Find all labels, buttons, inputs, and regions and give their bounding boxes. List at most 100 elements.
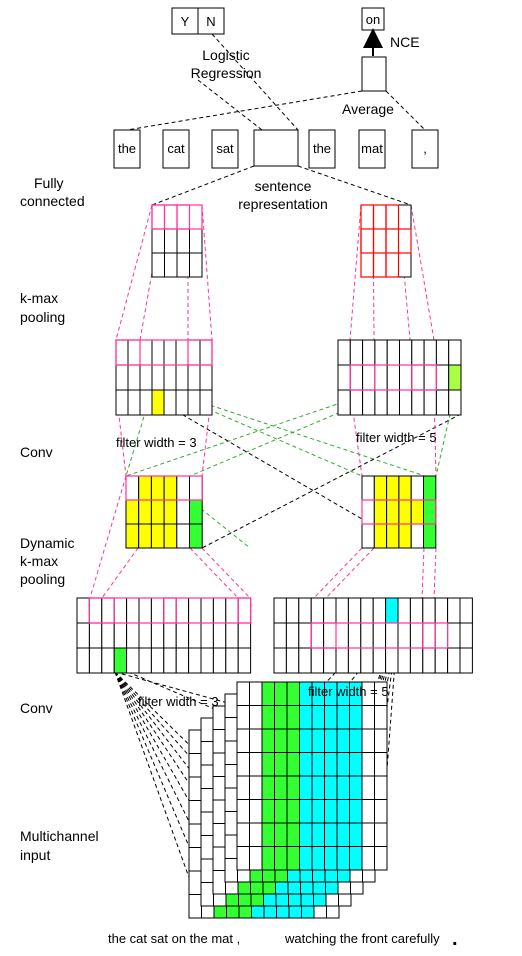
connection-line bbox=[114, 671, 291, 721]
grid-cell bbox=[138, 597, 152, 624]
input-cell bbox=[261, 705, 275, 730]
grid-cell bbox=[127, 364, 141, 391]
grid-cell bbox=[411, 364, 425, 391]
grid-cell bbox=[447, 647, 461, 674]
grid-cell bbox=[409, 647, 424, 674]
grid-cell bbox=[360, 252, 374, 278]
kmax-pooling-grid bbox=[115, 339, 213, 416]
grid-cell bbox=[175, 597, 190, 624]
grid-highlight bbox=[349, 364, 437, 391]
grid-cell bbox=[285, 647, 300, 674]
grid-cell bbox=[361, 523, 375, 549]
grid-cell bbox=[200, 647, 214, 674]
grid-cell bbox=[422, 622, 436, 649]
input-cell bbox=[188, 823, 202, 848]
input-channel bbox=[236, 681, 388, 871]
grid-cell bbox=[138, 523, 152, 549]
input-cell bbox=[361, 705, 375, 730]
grid-cell bbox=[349, 339, 364, 366]
grid-cell bbox=[200, 597, 214, 624]
grid-cell bbox=[199, 339, 213, 366]
input-cell bbox=[361, 799, 375, 824]
connection-line bbox=[189, 365, 450, 477]
grid-cell bbox=[410, 499, 425, 525]
input-cell bbox=[361, 775, 375, 800]
input-cell bbox=[188, 753, 202, 778]
input-cell bbox=[200, 835, 214, 860]
input-cell bbox=[200, 858, 214, 883]
connection-line bbox=[297, 165, 412, 206]
grid-cell bbox=[298, 622, 312, 649]
grid-cell bbox=[349, 364, 364, 391]
word: mat bbox=[361, 141, 383, 156]
grid-cell bbox=[225, 622, 239, 649]
grid-cell bbox=[347, 647, 362, 674]
grid-cell bbox=[175, 647, 190, 674]
grid-cell bbox=[189, 475, 203, 501]
grid-cell bbox=[139, 389, 153, 416]
input-cell bbox=[374, 822, 388, 847]
grid-cell bbox=[126, 597, 140, 624]
grid-cell bbox=[360, 228, 374, 254]
grid-cell bbox=[398, 499, 412, 525]
grid-cell bbox=[189, 252, 203, 278]
grid-cell bbox=[373, 499, 388, 525]
grid-cell bbox=[335, 647, 349, 674]
grid-cell bbox=[410, 523, 425, 549]
grid-cell bbox=[139, 364, 153, 391]
grid-cell bbox=[373, 523, 388, 549]
input-cell bbox=[299, 728, 313, 753]
grid-cell bbox=[360, 622, 374, 649]
grid-cell bbox=[163, 647, 177, 674]
grid-cell bbox=[115, 389, 129, 416]
connection-line bbox=[211, 33, 299, 131]
grid-cell bbox=[435, 389, 450, 416]
grid-cell bbox=[385, 622, 399, 649]
input-cell bbox=[311, 799, 325, 824]
dynamic-kmax-grid bbox=[125, 475, 203, 549]
grid-cell bbox=[361, 499, 375, 525]
input-cell bbox=[274, 846, 288, 871]
grid-cell bbox=[409, 622, 424, 649]
filter-width-label: filter width = 5 bbox=[356, 430, 437, 445]
grid-cell bbox=[459, 622, 473, 649]
grid-cell bbox=[360, 647, 374, 674]
input-cell bbox=[336, 846, 350, 871]
input-cell bbox=[286, 728, 300, 753]
input-cell bbox=[249, 752, 263, 777]
grid-cell bbox=[151, 228, 165, 254]
input-cell bbox=[286, 822, 300, 847]
grid-cell bbox=[448, 339, 462, 366]
input-cell bbox=[188, 870, 202, 895]
input-cell bbox=[200, 882, 214, 907]
grid-cell bbox=[448, 364, 462, 391]
input-cell bbox=[349, 705, 363, 730]
word-box bbox=[308, 129, 336, 169]
grid-cell bbox=[189, 523, 203, 549]
grid-cell bbox=[285, 597, 300, 624]
grid-cell bbox=[88, 647, 103, 674]
input-cell bbox=[349, 822, 363, 847]
grid-cell bbox=[199, 364, 213, 391]
grid-cell bbox=[337, 364, 351, 391]
connection-line bbox=[349, 204, 362, 341]
input-cell bbox=[224, 717, 238, 742]
grid-cell bbox=[115, 364, 129, 391]
logistic-caption-line2: Regression bbox=[191, 65, 262, 81]
grid-cell bbox=[273, 597, 287, 624]
input-cell bbox=[361, 728, 375, 753]
connection-line bbox=[115, 204, 153, 341]
grid-cell bbox=[225, 647, 239, 674]
input-cell bbox=[249, 728, 263, 753]
grid-cell bbox=[398, 523, 412, 549]
grid-cell bbox=[398, 228, 412, 254]
input-cell bbox=[236, 846, 250, 871]
input-cell bbox=[324, 822, 338, 847]
grid-highlight bbox=[125, 475, 203, 501]
grid-cell bbox=[176, 523, 191, 549]
input-cell bbox=[274, 681, 288, 706]
input-cell bbox=[261, 799, 275, 824]
grid-cell bbox=[163, 389, 177, 416]
input-cell bbox=[200, 788, 214, 813]
